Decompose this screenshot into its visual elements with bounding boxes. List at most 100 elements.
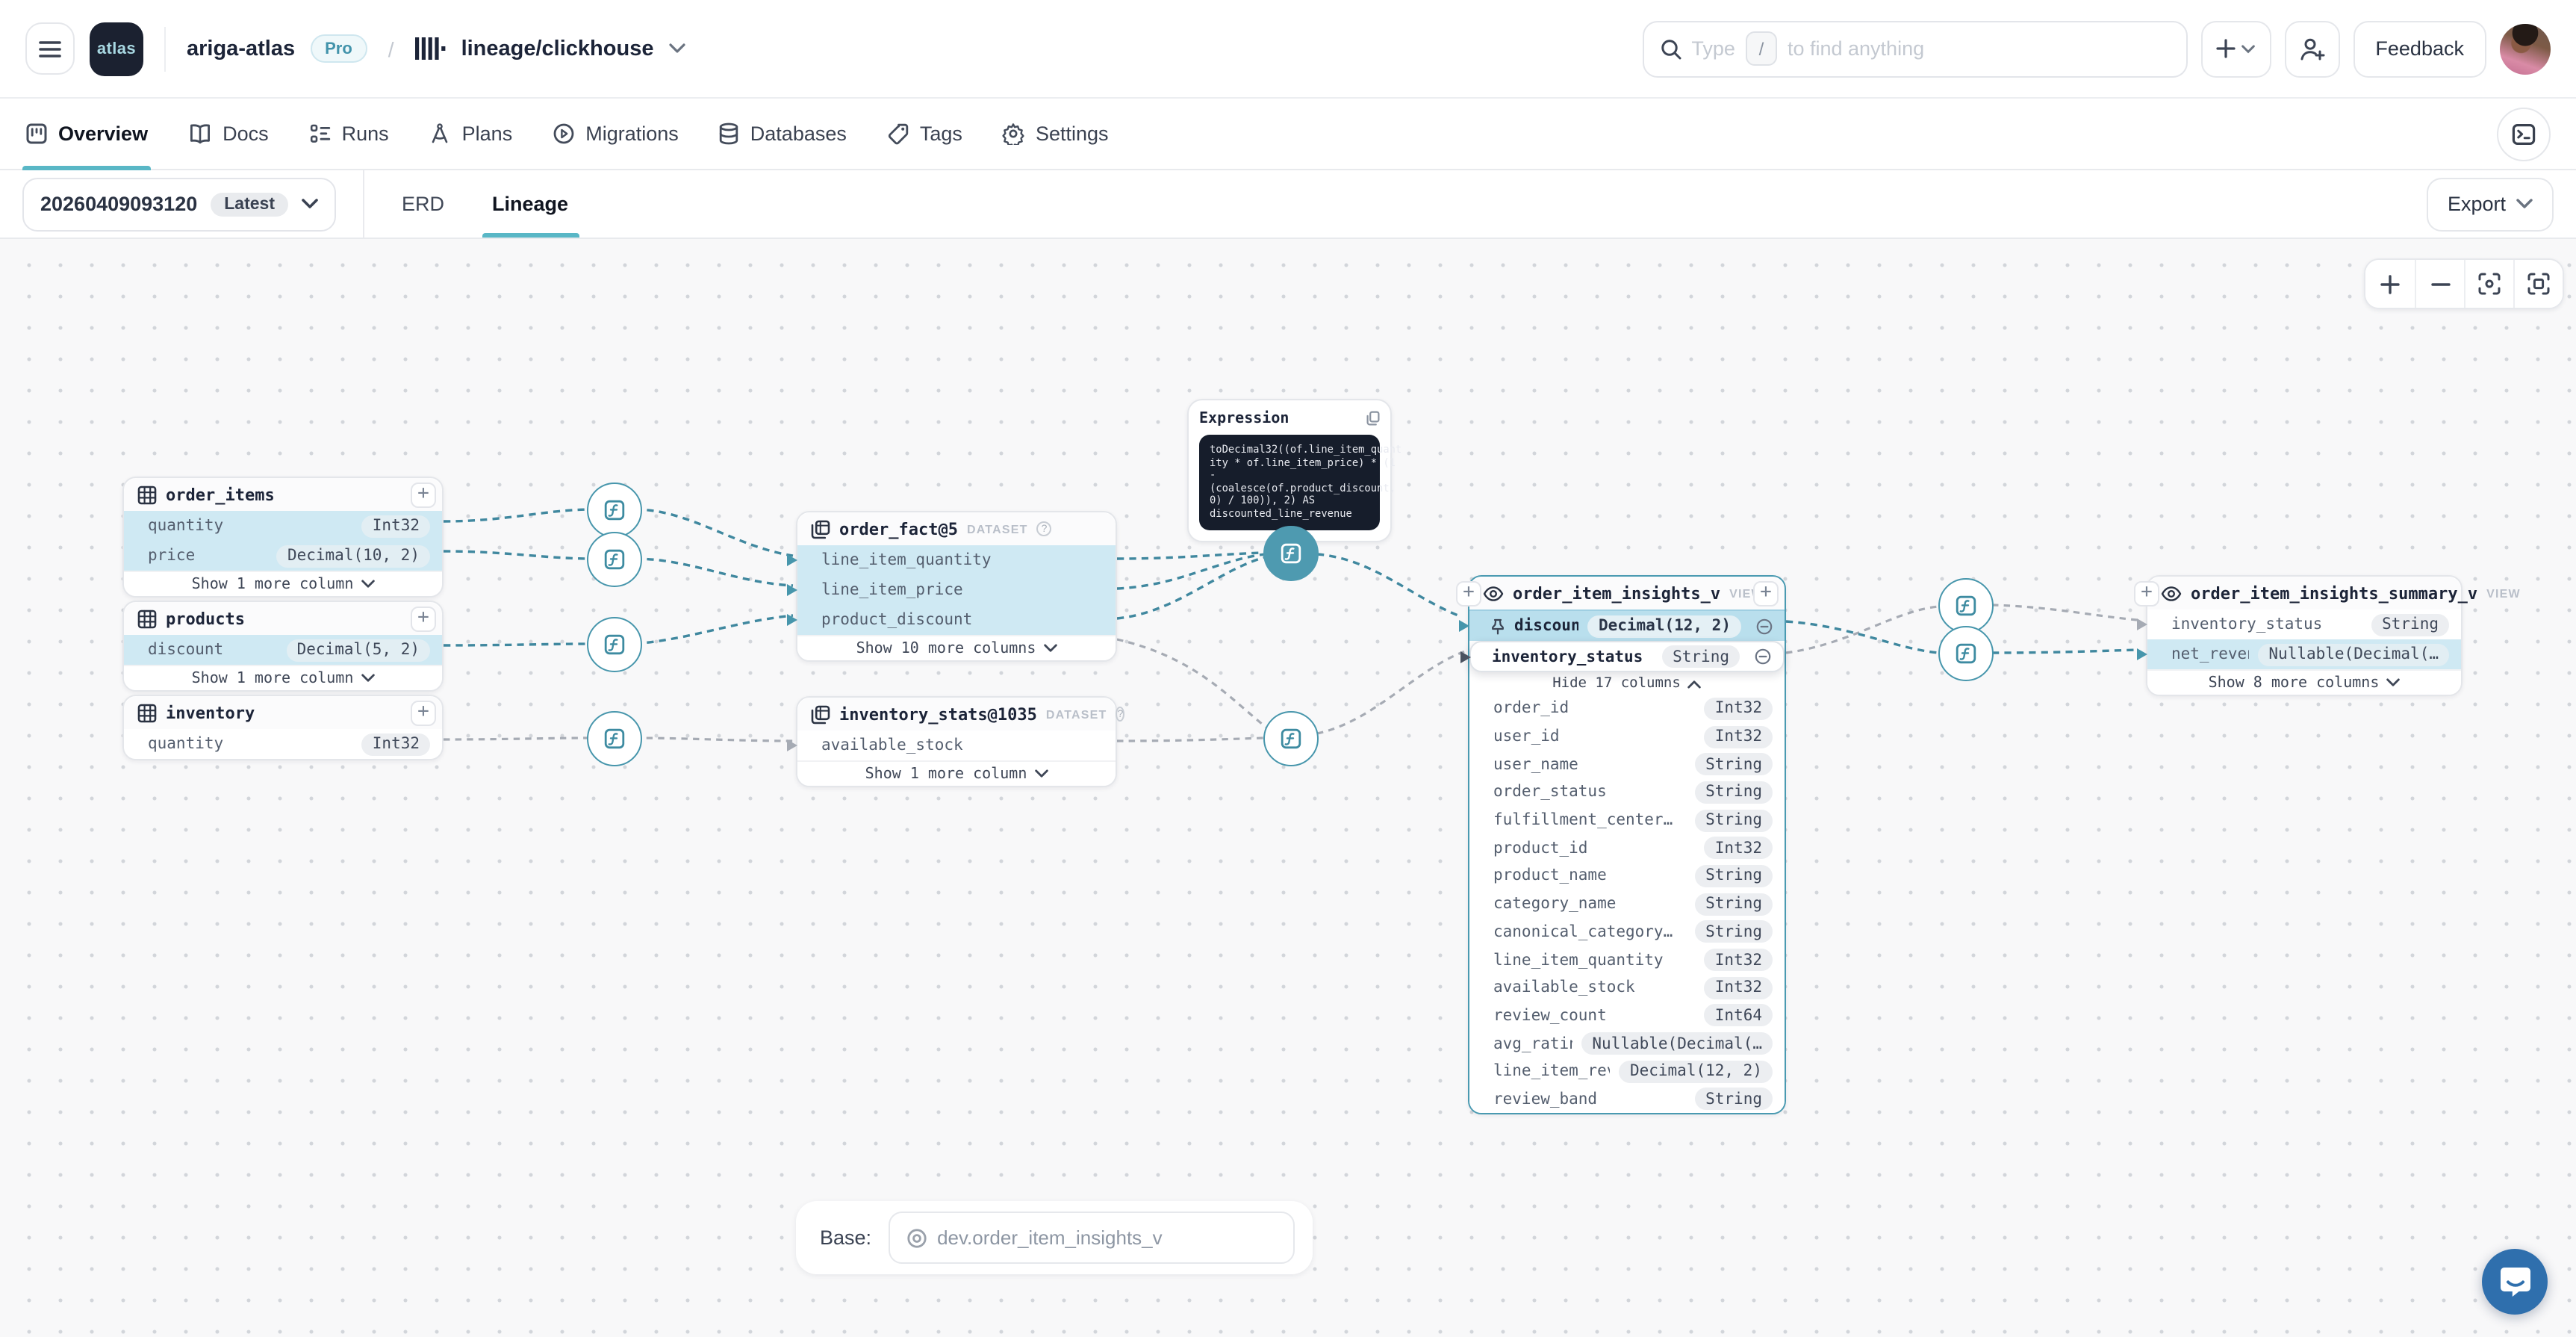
view-tab-lineage[interactable]: Lineage xyxy=(473,170,588,238)
tab-databases[interactable]: Databases xyxy=(719,99,847,169)
tab-tags[interactable]: Tags xyxy=(887,99,962,169)
expression-title: Expression xyxy=(1199,410,1289,426)
tab-settings[interactable]: Settings xyxy=(1003,99,1109,169)
workspace-name[interactable]: ariga-atlas xyxy=(187,37,296,61)
expand-right-button[interactable]: + xyxy=(411,700,436,725)
tab-migrations[interactable]: Migrations xyxy=(553,99,679,169)
base-input[interactable]: dev.order_item_insights_v xyxy=(888,1212,1295,1264)
transformation-node[interactable] xyxy=(1938,625,1993,680)
unpin-column-button[interactable] xyxy=(1755,648,1771,665)
column-row-avg_rating[interactable]: avg_ratingNullable(Decimal(… xyxy=(1469,1029,1785,1058)
column-row-canonical_category[interactable]: canonical_category…String xyxy=(1469,918,1785,946)
tab-runs[interactable]: Runs xyxy=(309,99,389,169)
transformation-node[interactable] xyxy=(586,482,641,537)
show-more-columns-toggle[interactable]: Show 8 more columns xyxy=(2147,669,2461,695)
column-row-line_item_quantity[interactable]: line_item_quantity xyxy=(787,545,1116,575)
project-name[interactable]: lineage/clickhouse xyxy=(461,37,654,61)
column-row-line_item_revenue[interactable]: line_item_revenueDecimal(12, 2) xyxy=(1469,1057,1785,1086)
show-more-columns-toggle[interactable]: Show 1 more column xyxy=(124,665,442,690)
tab-overview[interactable]: Overview xyxy=(22,99,152,170)
transformation-node[interactable] xyxy=(1263,525,1318,580)
create-new-button[interactable] xyxy=(2200,20,2271,77)
node-insights[interactable]: + +order_item_insights_vVIEWdiscounted_li… xyxy=(1456,575,1786,1115)
transformation-node[interactable] xyxy=(586,710,641,766)
expand-right-button[interactable]: + xyxy=(411,482,436,507)
expand-left-button[interactable]: + xyxy=(1456,580,1481,606)
expression-node[interactable]: Expression toDecimal32((of.line_item_qua… xyxy=(1187,399,1401,542)
tab-plans[interactable]: Plans xyxy=(429,99,512,169)
help-icon[interactable]: ? xyxy=(1116,707,1125,722)
export-button[interactable]: Export xyxy=(2426,177,2554,231)
column-row-discounted_line[interactable]: discounted_line…Decimal(12, 2) xyxy=(1459,609,1785,641)
fullscreen-button[interactable] xyxy=(2513,260,2563,308)
user-avatar[interactable] xyxy=(2500,23,2551,74)
show-more-label: Show 1 more column xyxy=(865,766,1027,782)
search-input[interactable]: Type / to find anything xyxy=(1642,20,2188,77)
focus-view-button[interactable] xyxy=(2464,260,2513,308)
zoom-out-button[interactable] xyxy=(2415,260,2464,308)
transformation-node[interactable] xyxy=(1938,577,1993,633)
help-icon[interactable]: ? xyxy=(1036,521,1052,536)
column-row-line_item_price[interactable]: line_item_price xyxy=(787,575,1116,605)
transformation-node[interactable] xyxy=(586,531,641,586)
show-more-columns-toggle[interactable]: Show 1 more column xyxy=(124,571,442,596)
expand-left-button[interactable]: + xyxy=(2134,580,2159,606)
version-select[interactable]: 20260409093120 Latest xyxy=(22,177,336,231)
chat-launcher-button[interactable] xyxy=(2482,1249,2548,1315)
atlas-logo[interactable]: atlas xyxy=(90,22,143,75)
invite-user-button[interactable] xyxy=(2284,20,2340,77)
show-more-columns-toggle[interactable]: Show 10 more columns xyxy=(797,635,1116,660)
copy-icon[interactable] xyxy=(1366,411,1380,426)
terminal-button[interactable] xyxy=(2497,107,2551,161)
node-header[interactable]: order_items xyxy=(124,478,442,511)
unpin-column-button[interactable] xyxy=(1756,618,1773,634)
zoom-in-button[interactable] xyxy=(2365,260,2415,308)
node-header[interactable]: inventory xyxy=(124,696,442,729)
transformation-node[interactable] xyxy=(586,616,641,671)
project-chevron-down-icon[interactable] xyxy=(668,43,685,54)
tab-docs[interactable]: Docs xyxy=(188,99,269,169)
column-row-available_stock[interactable]: available_stock xyxy=(787,730,1116,760)
edge-port-arrow xyxy=(2137,618,2147,630)
show-more-columns-toggle[interactable]: Show 1 more column xyxy=(797,760,1116,786)
feedback-button[interactable]: Feedback xyxy=(2353,20,2486,77)
hamburger-menu-button[interactable] xyxy=(25,22,75,75)
expand-right-button[interactable]: + xyxy=(1753,580,1779,606)
column-row-fulfillment_center[interactable]: fulfillment_center…String xyxy=(1469,806,1785,834)
view-tab-erd[interactable]: ERD xyxy=(402,193,445,215)
expand-right-button[interactable]: + xyxy=(411,606,436,631)
transformation-node[interactable] xyxy=(1263,710,1318,766)
column-row-product_discount[interactable]: product_discount xyxy=(787,605,1116,635)
node-header[interactable]: products xyxy=(124,602,442,635)
hide-columns-toggle[interactable]: Hide 17 columns xyxy=(1469,672,1785,695)
column-row-net_revenue[interactable]: net_revenueNullable(Decimal(… xyxy=(2137,639,2461,669)
